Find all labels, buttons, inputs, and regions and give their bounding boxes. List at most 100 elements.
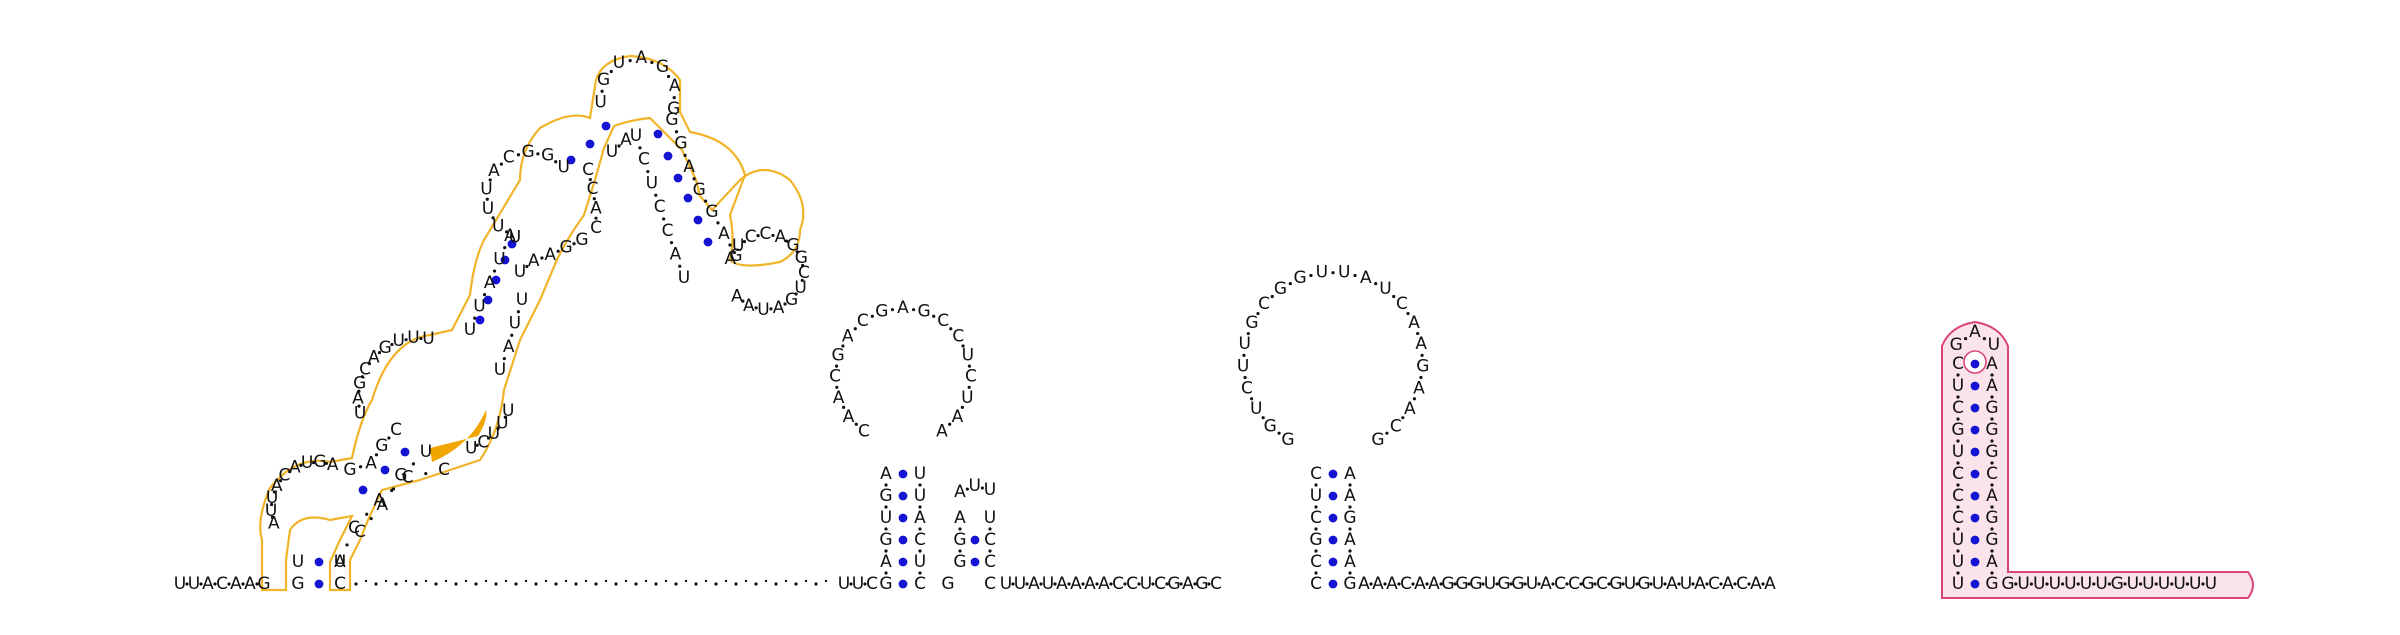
domain1-loop: U [496, 413, 508, 433]
domain1-stem: U [464, 320, 476, 340]
backbone-link [1207, 582, 1211, 586]
hairpin-b-loop: C [1390, 416, 1402, 436]
base-pair [898, 513, 908, 523]
backbone-link [1990, 461, 1994, 465]
base-pair [1970, 491, 1980, 501]
domain1-stem: G [559, 237, 572, 257]
backbone-link [863, 582, 867, 586]
backbone-link [754, 306, 758, 310]
base-pair [898, 535, 908, 545]
tail-nucleotide: U [2173, 574, 2185, 594]
domain1-loop: A [268, 514, 280, 534]
backbone-link [1412, 397, 1416, 401]
base-pair [400, 447, 410, 457]
backbone-link [1011, 582, 1015, 586]
backbone-link [795, 250, 799, 254]
backbone-nucleotide: G [257, 574, 270, 594]
spacer-link [684, 579, 688, 583]
domain1-stem: G [705, 202, 718, 222]
backbone-link [814, 582, 818, 586]
linker-nucleotide: C [1736, 574, 1748, 594]
backbone-link [2045, 582, 2049, 586]
hairpin-b-stem: A [1344, 530, 1356, 550]
backbone-link [504, 230, 509, 234]
hairpin-b-stem: C [1310, 552, 1322, 572]
backbone-link [958, 549, 962, 553]
domain1-loop: U [422, 329, 434, 349]
backbone-link [1956, 461, 1960, 465]
domain1-terminal-loop: U [757, 300, 769, 320]
backbone-link [1495, 582, 1499, 586]
backbone-link [1179, 582, 1183, 586]
backbone-link [1956, 439, 1960, 443]
domain1-loop: G [379, 338, 392, 358]
backbone-link [357, 389, 361, 393]
domain1-terminal-loop: A [775, 227, 787, 247]
linker-nucleotide: G [1167, 574, 1180, 594]
backbone-link [454, 582, 458, 586]
backbone-link [556, 249, 560, 253]
base-pair [653, 129, 663, 139]
nucleotide: U [292, 552, 304, 572]
hairpin-b-loop: A [1408, 313, 1420, 333]
domain1-terminal-loop: U [794, 278, 806, 298]
hairpin-c-stem: C [1952, 464, 1964, 484]
hairpin-a-stem: C [914, 530, 926, 550]
base-pair [1328, 513, 1338, 523]
backbone-link [419, 336, 423, 341]
domain1-terminal-loop: G [795, 248, 808, 268]
backbone-link [1025, 582, 1029, 586]
backbone-link [932, 314, 936, 318]
backbone-link [554, 582, 558, 586]
backbone-link [918, 571, 922, 575]
backbone-link [841, 344, 845, 348]
domain1-top-loop: A [635, 48, 647, 68]
base-pair [358, 485, 368, 495]
hairpin-b-loop: A [1413, 379, 1425, 399]
domain1-terminal-loop: C [745, 227, 757, 247]
backbone-link [666, 74, 671, 79]
hairpin-a-loop: G [918, 301, 931, 321]
hairpin-a-loop: A [833, 388, 845, 408]
backbone-link [683, 153, 687, 157]
base-pair [566, 155, 576, 165]
backbone-link [496, 426, 500, 431]
backbone-link [1383, 582, 1387, 586]
backbone-link [311, 460, 316, 465]
tail-nucleotide: U [2189, 574, 2201, 594]
tail-nucleotide: G [2111, 574, 2124, 594]
hairpin-c-stem: A [1986, 552, 1998, 572]
backbone-link [834, 364, 839, 368]
backbone-link [494, 582, 498, 586]
backbone-link [199, 582, 203, 586]
tail-nucleotide: U [2033, 574, 2045, 594]
domain1-loop: A [271, 476, 283, 496]
hairpin-a-loop: C [937, 311, 949, 331]
base-pair [693, 215, 703, 225]
domain1-stem: U [646, 173, 658, 193]
domain1-stem: A [503, 337, 515, 357]
base-pair [898, 491, 908, 501]
backbone-link [674, 582, 678, 586]
linker-nucleotide: U [1652, 574, 1664, 594]
base-pair [1970, 469, 1980, 479]
backbone-link [1453, 582, 1457, 586]
backbone-link [241, 582, 245, 586]
hairpin-c-stem: G [1985, 574, 1998, 594]
domain1-stem: A [365, 454, 377, 474]
backbone-link [1551, 582, 1555, 586]
backbone-link [1261, 416, 1265, 420]
linker-nucleotide: C [1596, 574, 1608, 594]
spacer-link [384, 579, 388, 583]
backbone-link [1761, 582, 1765, 586]
backbone-link [628, 59, 632, 63]
domain1-loop: U [301, 453, 313, 473]
backbone-link [357, 404, 361, 408]
domain1-top-loop: G [667, 99, 680, 119]
domain1-stem: C [662, 221, 674, 241]
backbone-link [849, 582, 853, 586]
backbone-link [1067, 582, 1071, 586]
backbone-link [365, 512, 369, 516]
backbone-link [1663, 582, 1667, 586]
linker-nucleotide: C [1400, 574, 1412, 594]
